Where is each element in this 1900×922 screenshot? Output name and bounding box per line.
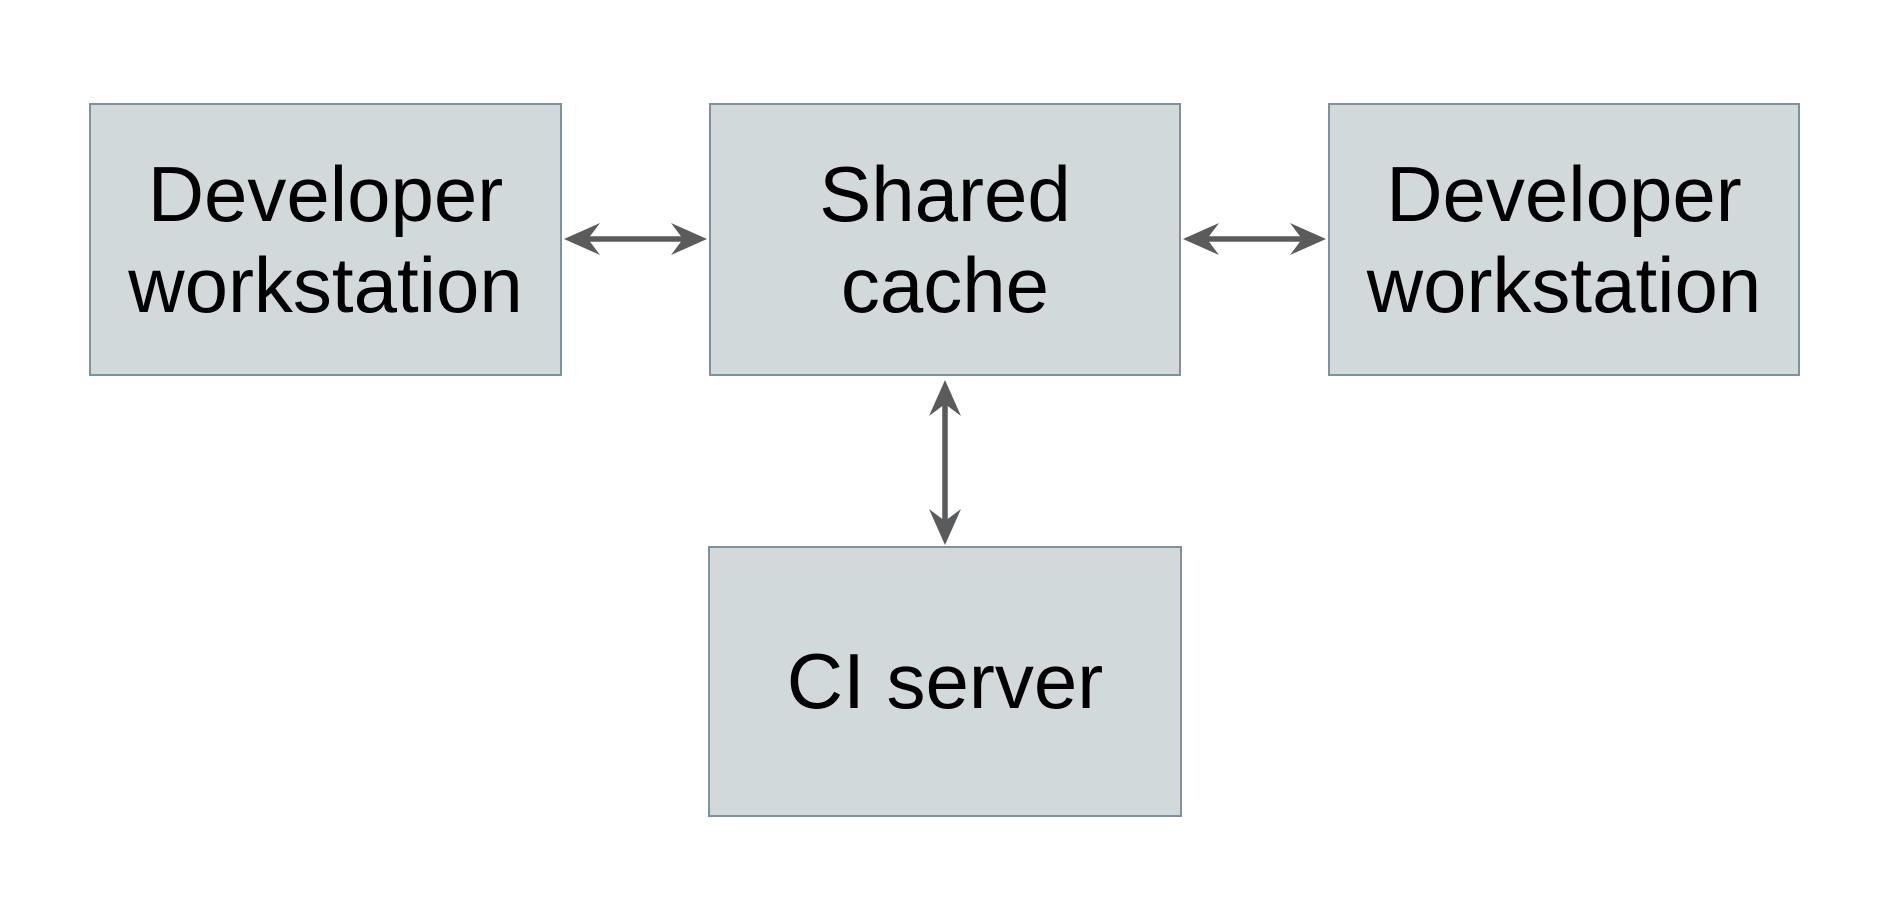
node-label: Shared cache: [819, 149, 1071, 331]
node-label: CI server: [787, 636, 1103, 727]
node-developer-workstation-left: Developer workstation: [89, 103, 562, 376]
arrowhead-right-icon: [1290, 223, 1326, 255]
arrowhead-up-icon: [929, 380, 961, 416]
node-label-line: Shared: [819, 149, 1071, 238]
node-developer-workstation-right: Developer workstation: [1328, 103, 1800, 376]
node-ci-server: CI server: [708, 546, 1182, 817]
node-label-line: workstation: [128, 240, 523, 329]
node-label-line: Developer: [1386, 149, 1742, 238]
arrowhead-left-icon: [1183, 223, 1219, 255]
node-label-line: Developer: [147, 149, 504, 238]
node-label: Developer workstation: [1367, 149, 1762, 331]
node-label: Developer workstation: [128, 149, 523, 331]
arrow-shared-cache-to-right-workstation: [1183, 223, 1326, 255]
node-label-line: cache: [840, 240, 1050, 329]
arrow-left-workstation-to-shared-cache: [564, 223, 707, 255]
node-shared-cache: Shared cache: [709, 103, 1181, 376]
node-label-line: workstation: [1366, 240, 1762, 329]
arrowhead-right-icon: [671, 223, 707, 255]
arrow-shared-cache-to-ci-server: [929, 380, 961, 545]
arrowhead-down-icon: [929, 509, 961, 545]
node-label-line: CI server: [786, 637, 1104, 725]
arrowhead-left-icon: [564, 223, 600, 255]
